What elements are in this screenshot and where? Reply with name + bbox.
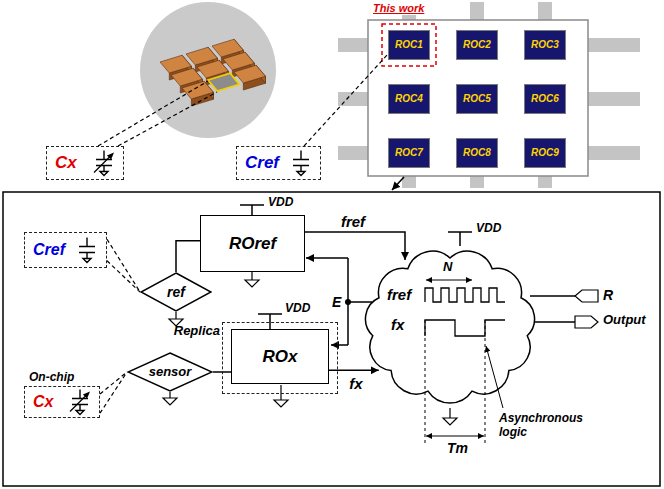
capacitor-box: On-chipCx bbox=[24, 386, 100, 418]
output-port bbox=[575, 316, 598, 328]
roc-tile: ROC8 bbox=[456, 138, 498, 168]
annotation: Asynchronous logic bbox=[498, 412, 590, 440]
capacitor-box: Cx bbox=[46, 146, 124, 180]
input-port bbox=[575, 290, 598, 302]
leader-arrow bbox=[486, 346, 503, 408]
signal-label: fref bbox=[340, 213, 366, 230]
node-label: Cref bbox=[245, 153, 279, 173]
node-label: ROC8 bbox=[463, 147, 491, 159]
annotation: This work bbox=[372, 2, 425, 15]
cloud-shape bbox=[365, 251, 534, 403]
signal-label: N bbox=[443, 260, 452, 275]
node-label: ref bbox=[167, 284, 185, 300]
node-label: ROC4 bbox=[395, 93, 423, 105]
period-marker bbox=[425, 320, 485, 446]
signal-connector bbox=[329, 370, 379, 372]
heading-label: Replica bbox=[174, 324, 220, 339]
roc-tile: ROC6 bbox=[524, 84, 566, 114]
highlight-box bbox=[382, 24, 436, 66]
diamond-shape bbox=[128, 353, 212, 391]
capacitor-box: Cref bbox=[24, 232, 107, 268]
node-label: ROC5 bbox=[463, 93, 491, 105]
zoom-circle bbox=[140, 2, 276, 138]
electrode-top bbox=[234, 65, 266, 83]
signal-label: Tm bbox=[447, 440, 468, 456]
node-label: ROC2 bbox=[463, 39, 491, 51]
node-label: ROC6 bbox=[531, 93, 559, 105]
node-label: sensor bbox=[149, 365, 192, 380]
detail-frame bbox=[3, 192, 660, 486]
enable-wire bbox=[348, 258, 372, 345]
junction-dot bbox=[345, 299, 351, 305]
supply-label: VDD bbox=[476, 222, 501, 236]
roc-tile: ROC3 bbox=[524, 30, 566, 60]
signal-label: E bbox=[332, 294, 341, 310]
diamond-shape bbox=[141, 273, 211, 311]
node-label: ROx bbox=[263, 347, 298, 367]
enable-arrow bbox=[331, 344, 348, 346]
capacitor-box: Cref bbox=[236, 146, 321, 180]
variable-arrowhead bbox=[107, 153, 114, 160]
signal-label: fx bbox=[348, 375, 363, 392]
signal-connector bbox=[305, 232, 405, 260]
node-label: ROC9 bbox=[531, 147, 559, 159]
node-label: Cref bbox=[33, 241, 65, 259]
node-label: ROC3 bbox=[531, 39, 559, 51]
dashed-connector bbox=[107, 239, 140, 292]
roc-tile: ROC4 bbox=[388, 84, 430, 114]
roc-tile: ROC7 bbox=[388, 138, 430, 168]
capacitor-plates bbox=[293, 151, 309, 176]
electrode-array bbox=[160, 39, 266, 106]
dashed-connector bbox=[100, 372, 127, 413]
enable-arrow bbox=[306, 257, 348, 259]
empty-electrode bbox=[208, 73, 239, 91]
signal-connector bbox=[176, 241, 200, 272]
block-diamond: sensor bbox=[127, 352, 213, 392]
roc-tile: ROC9 bbox=[524, 138, 566, 168]
electrode-top bbox=[182, 81, 213, 99]
node-label: ROC1 bbox=[395, 39, 423, 51]
capacitor-plates bbox=[79, 238, 95, 263]
oscillator-box: ROref bbox=[200, 215, 305, 272]
block-diamond: ref bbox=[140, 272, 212, 312]
pin-label: Output bbox=[603, 313, 646, 328]
pin-label: R bbox=[603, 287, 613, 303]
port-wire bbox=[530, 296, 575, 322]
heading-label: On-chip bbox=[29, 371, 74, 385]
roc-tile: ROC2 bbox=[456, 30, 498, 60]
chip-pins bbox=[338, 2, 640, 188]
replica-box: ReplicaROx bbox=[222, 322, 338, 394]
leader-line bbox=[98, 81, 217, 146]
node-label: ROref bbox=[229, 234, 276, 254]
reference-waveform bbox=[425, 288, 505, 302]
oscillator-box: ROx bbox=[231, 329, 329, 384]
roc-tile: ROC5 bbox=[456, 84, 498, 114]
supply-label: VDD bbox=[285, 302, 310, 316]
variable-arrowhead bbox=[83, 392, 90, 399]
signal-label: fx bbox=[391, 316, 404, 333]
zoom-arrow bbox=[392, 177, 404, 190]
node-label: ROC7 bbox=[395, 147, 423, 159]
sensor-waveform bbox=[425, 320, 505, 336]
node-label: Cx bbox=[55, 153, 77, 173]
count-bracket bbox=[426, 280, 472, 281]
chip-body bbox=[368, 20, 588, 176]
dashed-connector bbox=[304, 54, 388, 146]
signal-label: fref bbox=[387, 286, 411, 303]
period-arrow bbox=[426, 436, 484, 437]
node-label: Cx bbox=[33, 393, 53, 411]
supply-label: VDD bbox=[268, 196, 293, 210]
logic-cloud: Nfref fx bbox=[355, 240, 545, 412]
roc-tile: ROC1 bbox=[388, 30, 430, 60]
